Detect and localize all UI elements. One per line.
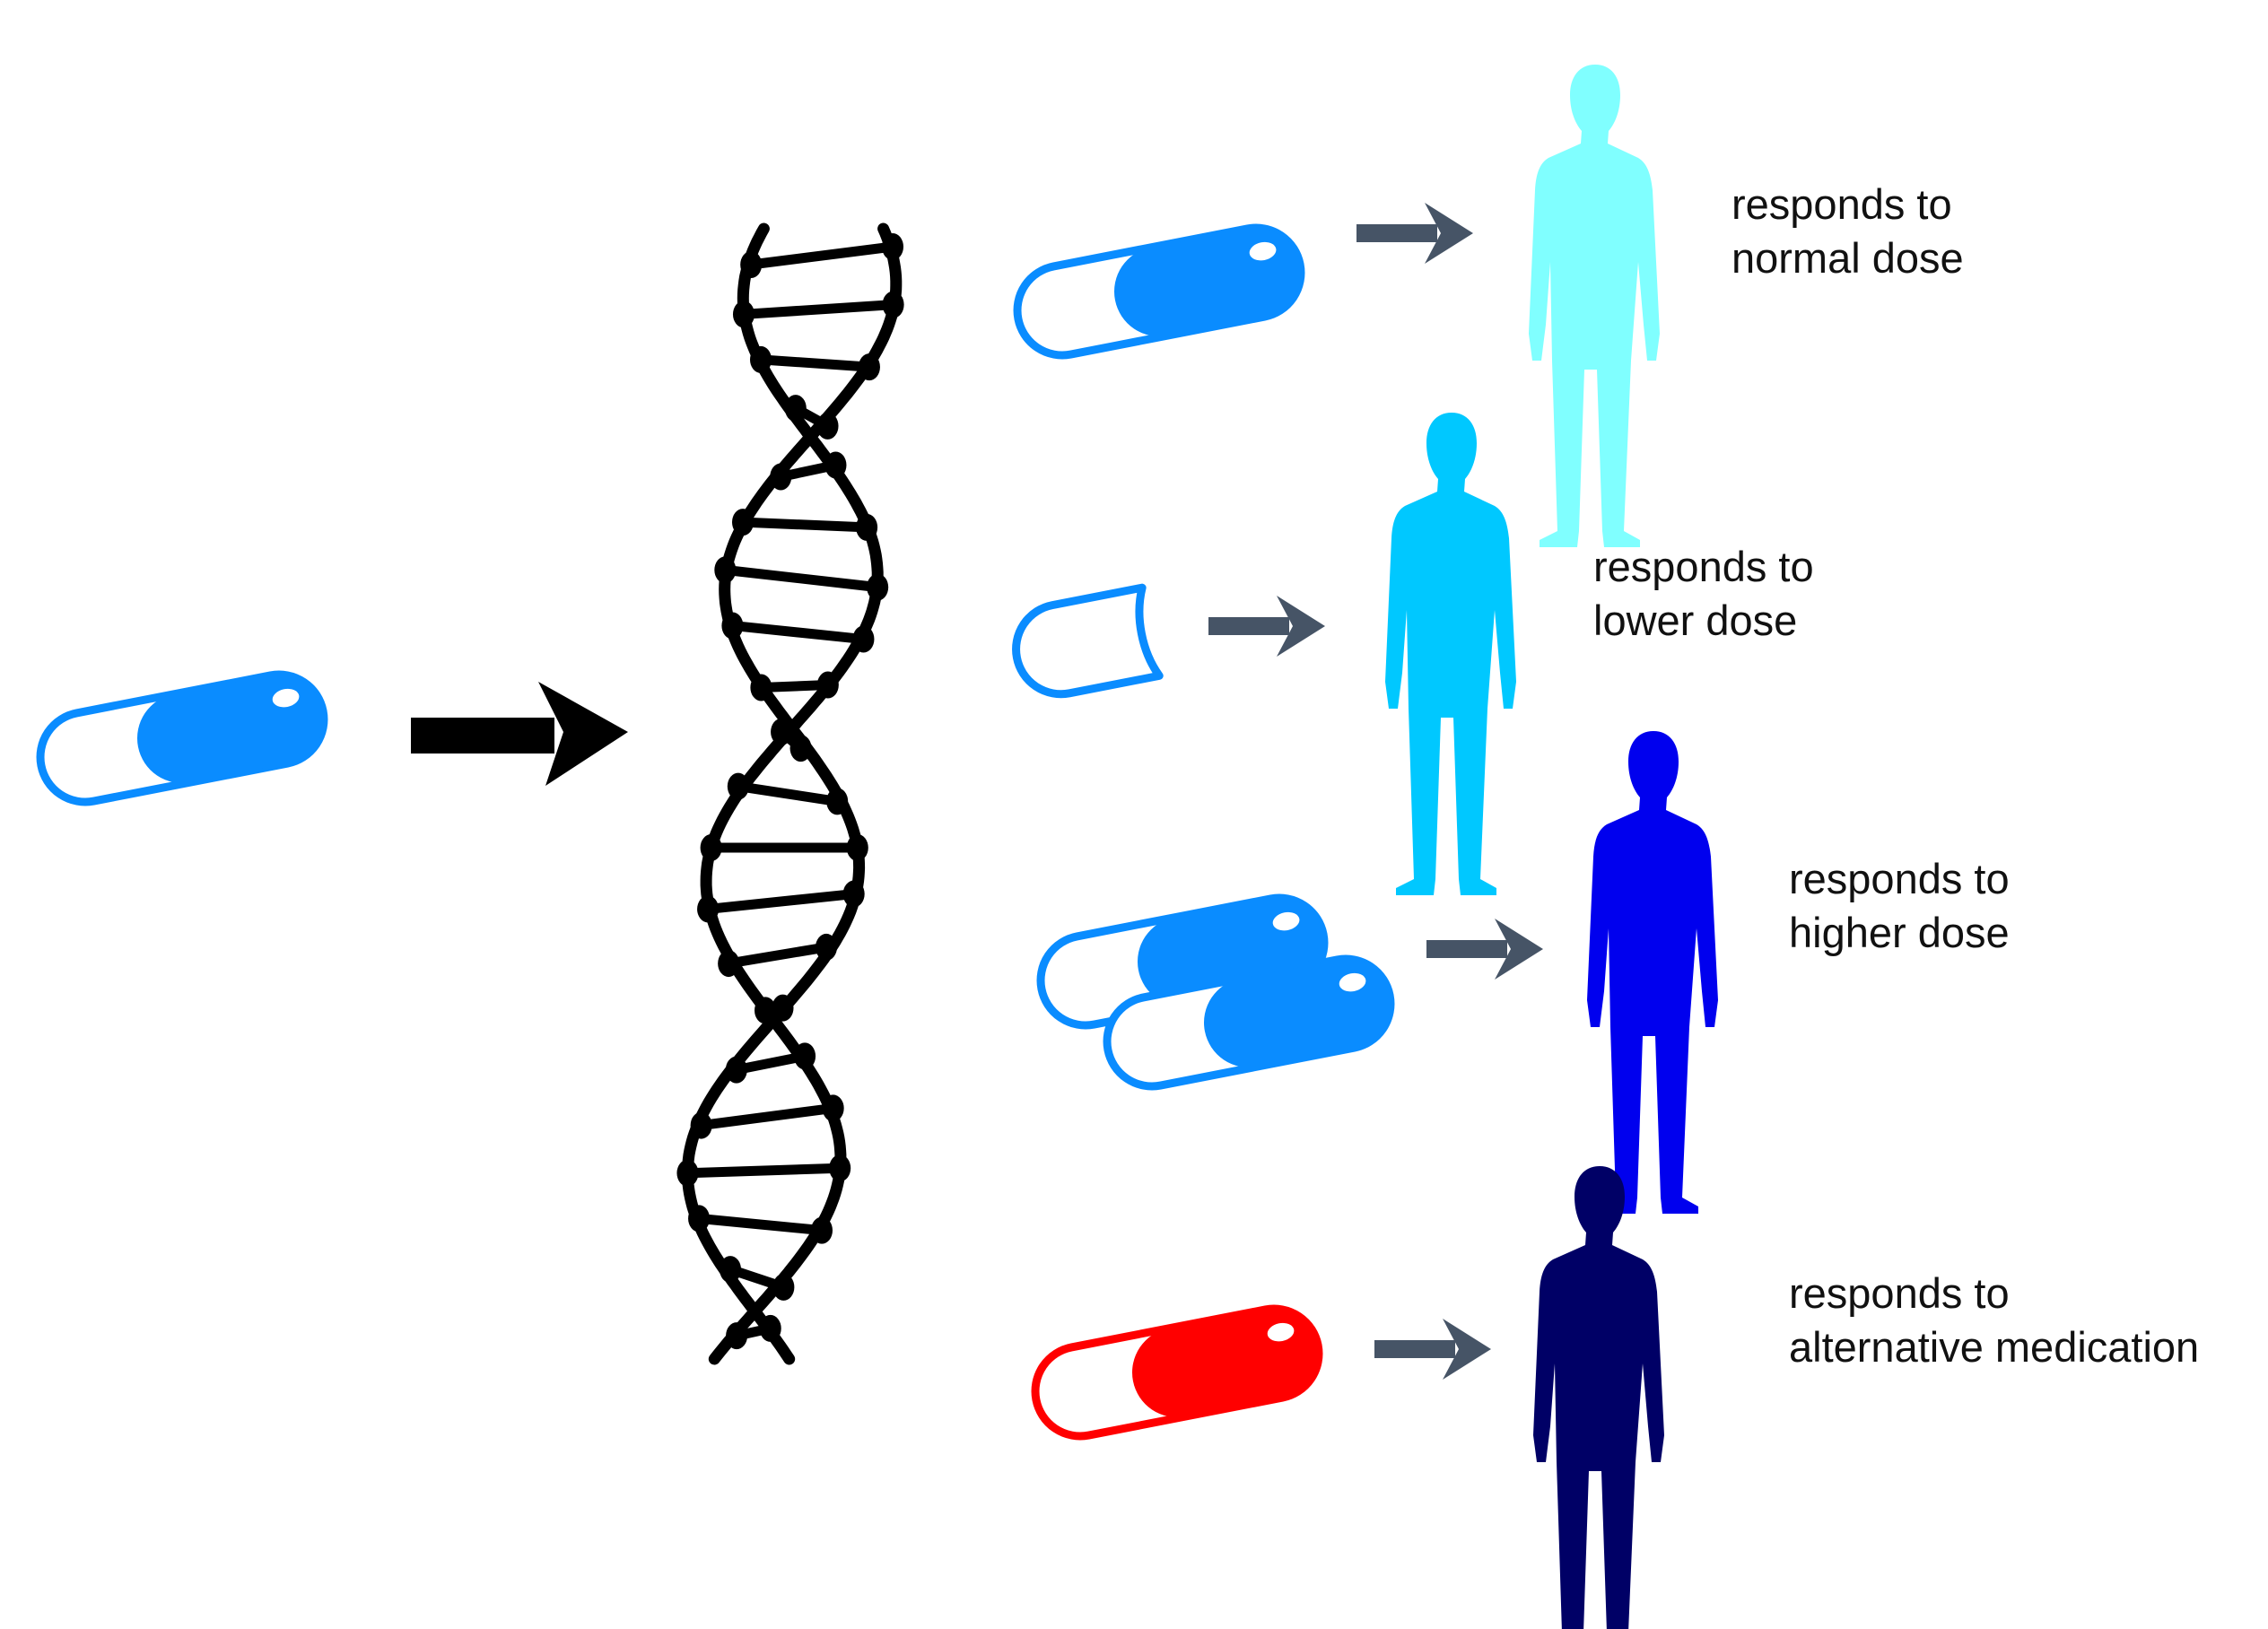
capsule-normal-icon (1009, 220, 1308, 362)
dna-node (882, 233, 904, 260)
dna-rung (731, 620, 865, 645)
dna-node (740, 251, 763, 278)
input-capsule-icon (32, 666, 331, 809)
dna-node (772, 994, 794, 1022)
dna-node (749, 345, 772, 373)
dna-node (810, 1216, 833, 1244)
dna-rung (707, 889, 855, 914)
dna-node (826, 788, 849, 815)
dna-node (727, 772, 749, 800)
dna-rung (750, 241, 894, 270)
capsule-alternative-icon (1027, 1301, 1326, 1443)
dna-node (770, 463, 792, 491)
label-alternative-medication: responds to alternative medication (1789, 1269, 2200, 1371)
person-lower-icon (1385, 413, 1516, 895)
half-capsule-lower-icon (1012, 583, 1164, 699)
dna-node (714, 556, 737, 584)
dna-node (816, 933, 838, 961)
dna-rung (698, 1213, 823, 1236)
dna-node (721, 612, 744, 640)
dna-rung (760, 354, 870, 372)
dna-rung (687, 1163, 841, 1179)
dna-node (882, 291, 904, 318)
dna-node (771, 718, 793, 745)
dna-node (846, 833, 868, 861)
arrow-alternative-icon (1374, 1319, 1491, 1380)
label-lower-dose: responds to lower dose (1593, 543, 1814, 644)
dna-node (816, 412, 839, 440)
dna-node (842, 880, 865, 908)
person-higher-icon (1587, 731, 1718, 1214)
dna-node (816, 671, 839, 699)
dna-node (718, 950, 740, 978)
dna-rung (735, 1051, 807, 1075)
dna-node (697, 895, 720, 923)
dna-rung (728, 942, 827, 969)
dna-rung (700, 1102, 834, 1131)
dna-rung (743, 300, 894, 319)
dna-node (759, 1314, 781, 1342)
arrow-normal-icon (1356, 203, 1473, 264)
dna-node (688, 1205, 711, 1233)
dna-node (731, 509, 754, 536)
big-arrow-icon (411, 682, 628, 786)
label-normal-dose: responds to normal dose (1732, 180, 1964, 282)
dna-node (824, 451, 847, 479)
dna-node (690, 1111, 712, 1139)
person-alternative-icon (1533, 1166, 1664, 1629)
dna-rung (724, 564, 878, 593)
dna-rung (742, 517, 868, 533)
label-higher-dose: responds to higher dose (1789, 855, 2010, 956)
dna-node (676, 1159, 699, 1187)
double-capsule-higher-icon (1033, 890, 1398, 1093)
dna-node (720, 1256, 742, 1284)
dna-node (858, 353, 880, 381)
dna-node (726, 1322, 748, 1350)
dna-node (732, 301, 755, 328)
arrow-lower-icon (1208, 596, 1325, 657)
dna-node (829, 1154, 851, 1182)
dna-node (755, 997, 777, 1024)
dna-node (700, 834, 722, 862)
person-normal-icon (1529, 65, 1660, 547)
dna-node (822, 1094, 844, 1122)
dna-node (856, 513, 878, 541)
dna-node (725, 1056, 747, 1084)
dna-node (794, 1042, 816, 1070)
arrow-higher-icon (1426, 919, 1543, 980)
dna-rung (761, 680, 829, 693)
dna-rung (737, 781, 839, 806)
dna-node (750, 674, 772, 701)
dna-node (789, 735, 812, 762)
dna-node (772, 1273, 795, 1301)
dna-helix-icon (676, 222, 904, 1365)
dna-node (867, 573, 889, 601)
dna-node (784, 395, 807, 422)
dna-node (852, 625, 875, 653)
